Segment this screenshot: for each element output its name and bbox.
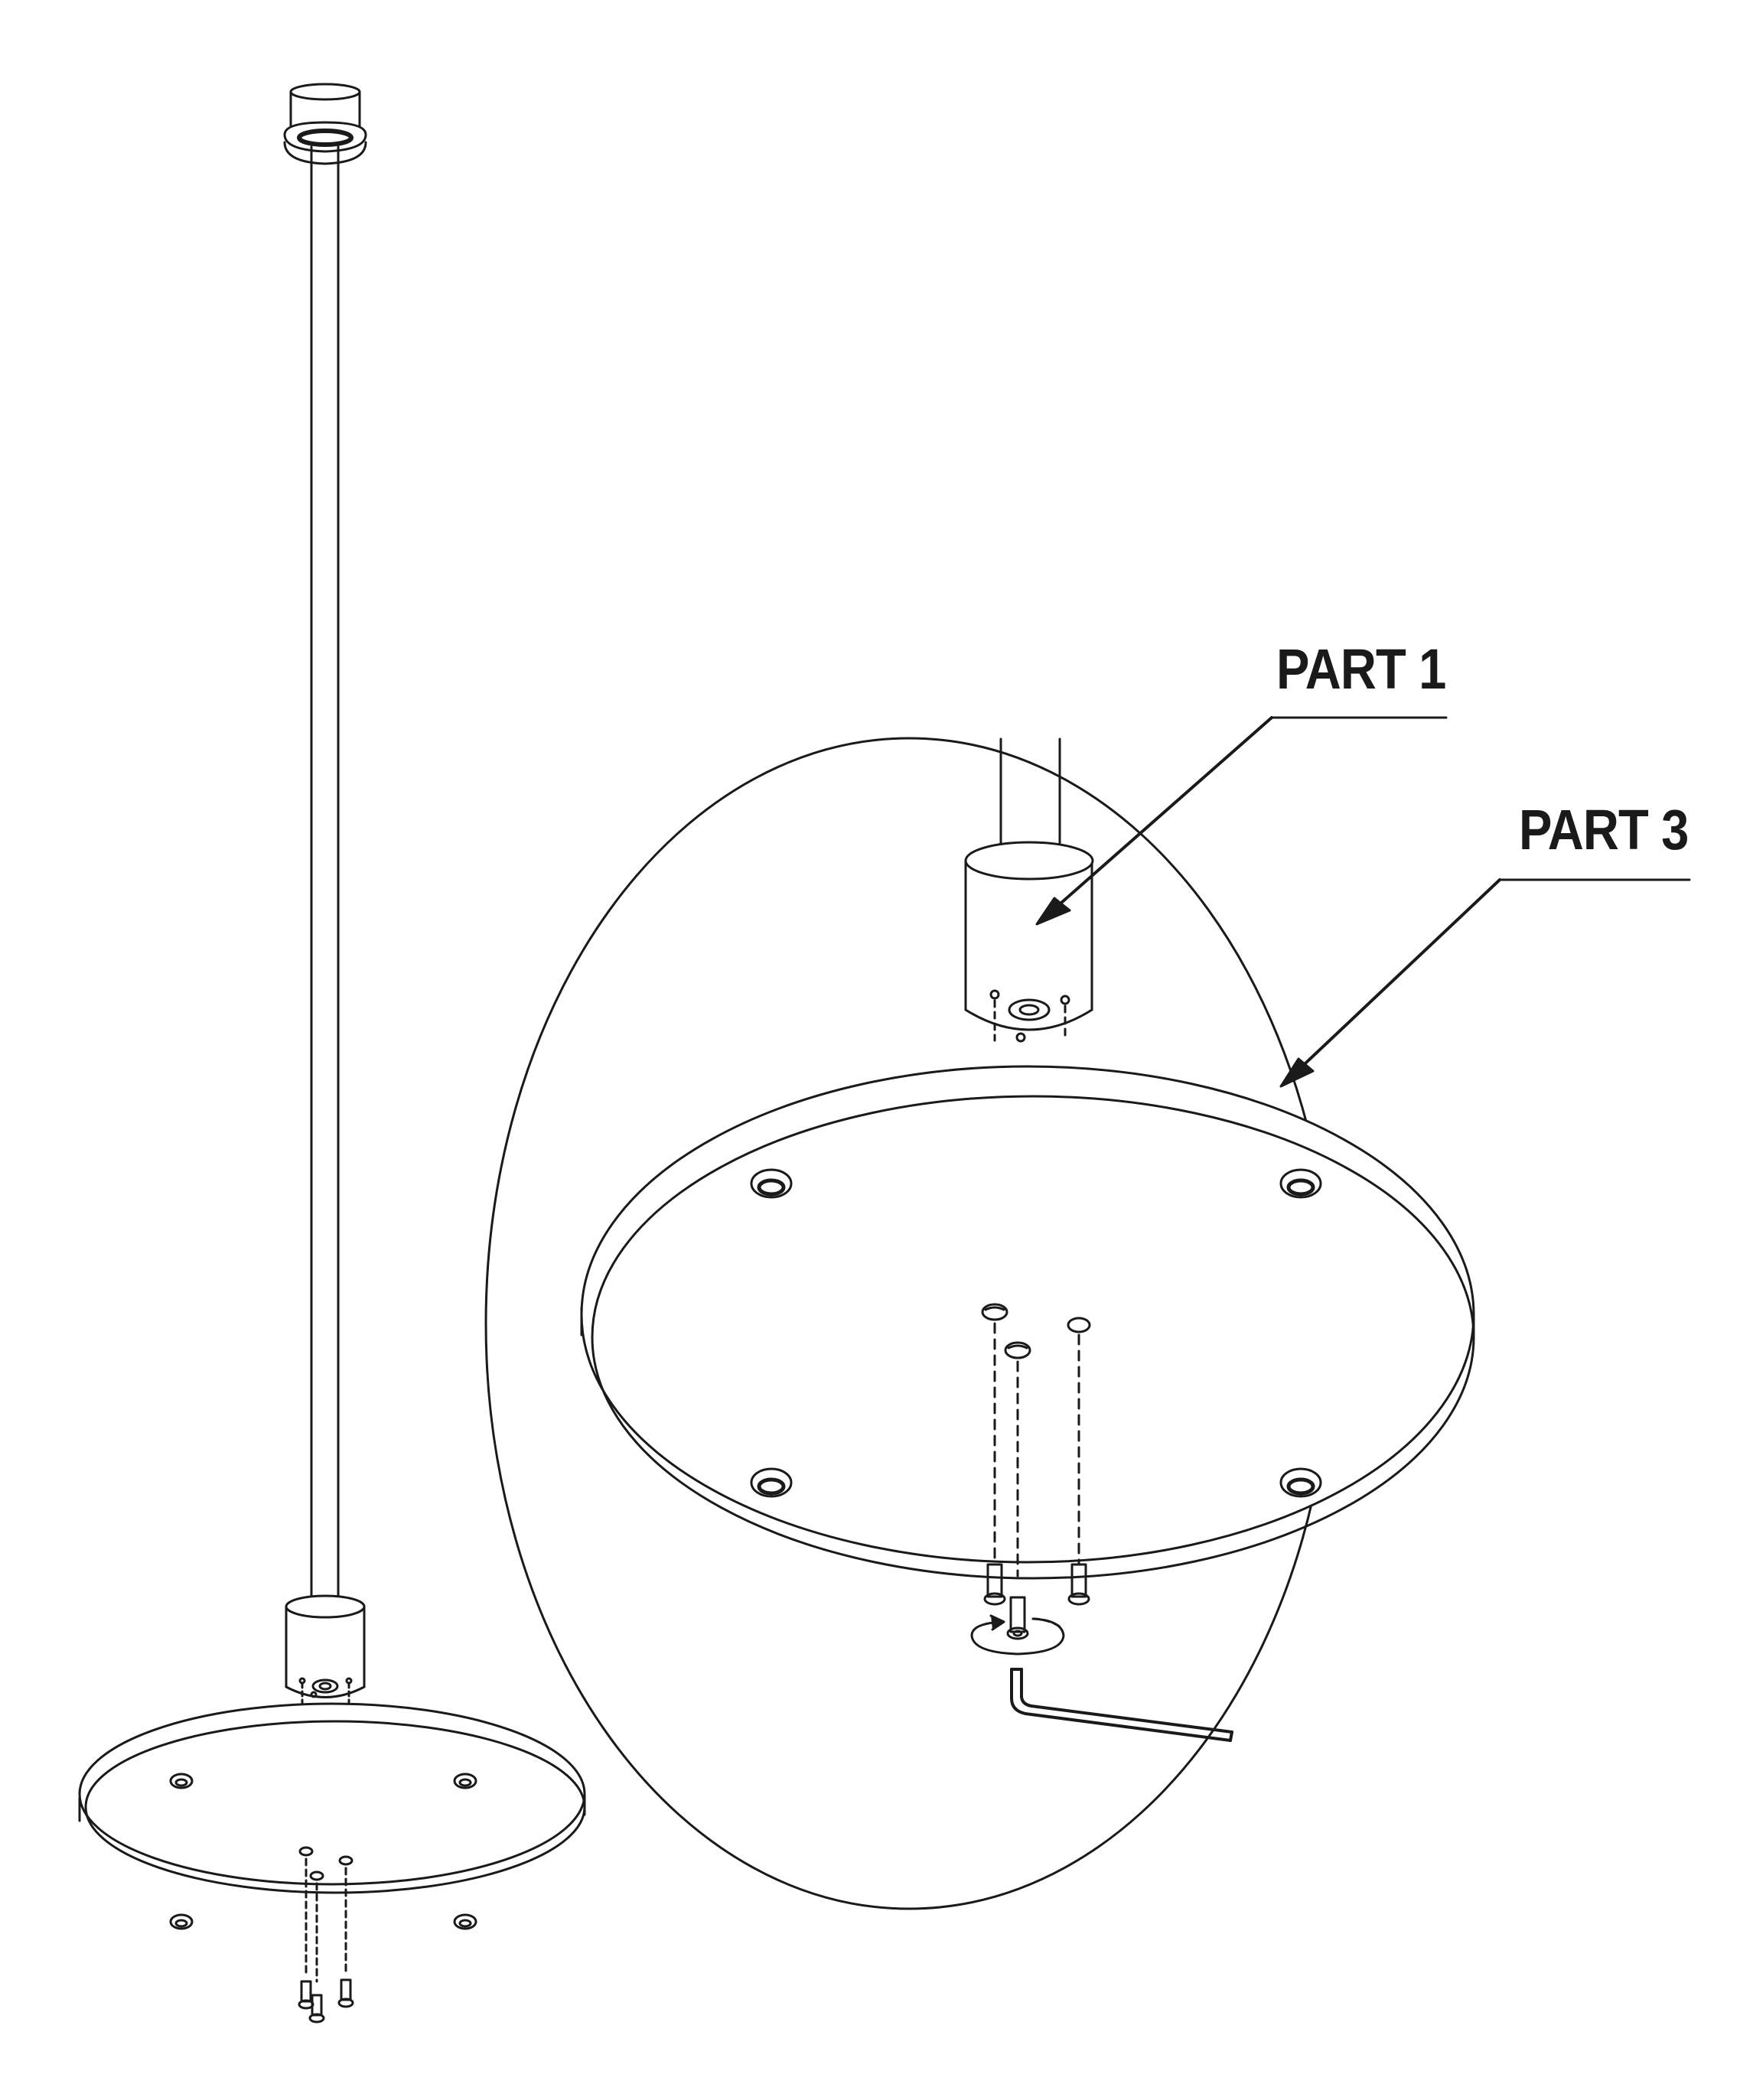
rod-holder-small — [285, 1594, 366, 1708]
callout-part-1 — [1035, 716, 1448, 926]
pendant-overview — [78, 83, 586, 2023]
rod-detail — [999, 737, 1061, 862]
base-plate-large — [580, 1065, 1475, 1580]
feet-small — [169, 1773, 477, 1930]
ceiling-canopy — [283, 83, 367, 165]
label-part-1: PART 1 — [1276, 637, 1446, 701]
hex-key-icon — [1010, 1668, 1233, 1742]
label-part-3: PART 3 — [1519, 798, 1689, 861]
rod-holder-large — [964, 841, 1094, 1043]
suspension-rod — [310, 145, 340, 1602]
feet-large — [750, 1168, 1322, 1498]
rotation-arrow — [970, 1614, 1065, 1656]
base-plate-small — [78, 1702, 586, 2023]
callout-part-3 — [1279, 878, 1691, 1088]
screws-small — [298, 1846, 354, 2023]
screws-large — [981, 1303, 1091, 1640]
magnified-detail — [484, 737, 1475, 1910]
